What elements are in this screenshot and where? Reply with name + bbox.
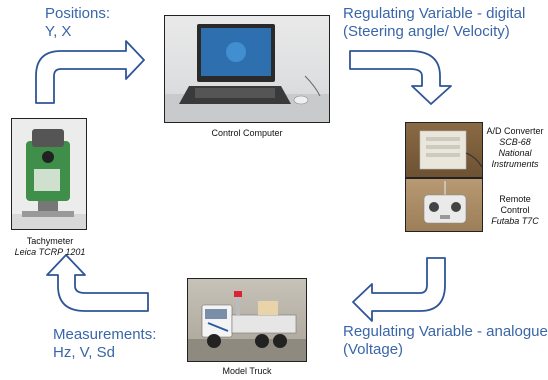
truck-icon bbox=[188, 291, 306, 361]
ad-converter-caption: A/D Converter SCB-68 National Instrument… bbox=[482, 126, 548, 170]
ad-converter-model: SCB-68 bbox=[499, 137, 531, 147]
positions-label-line1: Positions: bbox=[45, 5, 111, 22]
remote-control-caption: Remote Control Futaba T7C bbox=[482, 194, 548, 227]
laptop-icon bbox=[165, 24, 329, 122]
ad-converter-name: A/D Converter bbox=[486, 126, 544, 136]
total-station-icon bbox=[12, 129, 86, 229]
measurements-label: Measurements: Hz, V, Sd bbox=[53, 326, 156, 362]
positions-label-line2: Y, X bbox=[45, 23, 72, 40]
regulating-analogue-line2: (Voltage) bbox=[343, 341, 404, 358]
regulating-analogue-line1: Regulating Variable - analogue bbox=[343, 323, 548, 340]
ad-converter-photo bbox=[405, 122, 483, 178]
remote-control-line1: Remote bbox=[499, 194, 531, 204]
remote-control-model: Futaba T7C bbox=[491, 216, 539, 226]
radio-transmitter-icon bbox=[423, 181, 467, 224]
control-computer-caption: Control Computer bbox=[211, 128, 283, 138]
converter-box-icon bbox=[419, 130, 482, 170]
regulating-digital-line1: Regulating Variable - digital bbox=[343, 5, 526, 22]
regulating-digital-label: Regulating Variable - digital (Steering … bbox=[343, 5, 525, 41]
regulating-analogue-label: Regulating Variable - analogue (Voltage) bbox=[343, 323, 548, 359]
regulating-digital-line2: (Steering angle/ Velocity) bbox=[343, 23, 510, 40]
control-computer-photo bbox=[164, 15, 330, 123]
tachymeter-caption: Tachymeter Leica TCRP 1201 bbox=[6, 236, 94, 258]
ad-converter-maker-2: Instruments bbox=[491, 159, 539, 169]
tachymeter-photo bbox=[11, 118, 87, 230]
tachymeter-model: Leica TCRP 1201 bbox=[14, 247, 86, 257]
model-truck-photo bbox=[187, 278, 307, 362]
remote-control-line2: Control bbox=[500, 205, 530, 215]
model-truck-caption: Model Truck bbox=[222, 366, 272, 376]
measurements-line2: Hz, V, Sd bbox=[53, 344, 115, 361]
ad-converter-maker-1: National bbox=[498, 148, 532, 158]
tachymeter-name: Tachymeter bbox=[26, 236, 74, 246]
positions-label: Positions: Y, X bbox=[45, 5, 110, 41]
measurements-line1: Measurements: bbox=[53, 326, 157, 343]
remote-control-photo bbox=[405, 178, 483, 232]
